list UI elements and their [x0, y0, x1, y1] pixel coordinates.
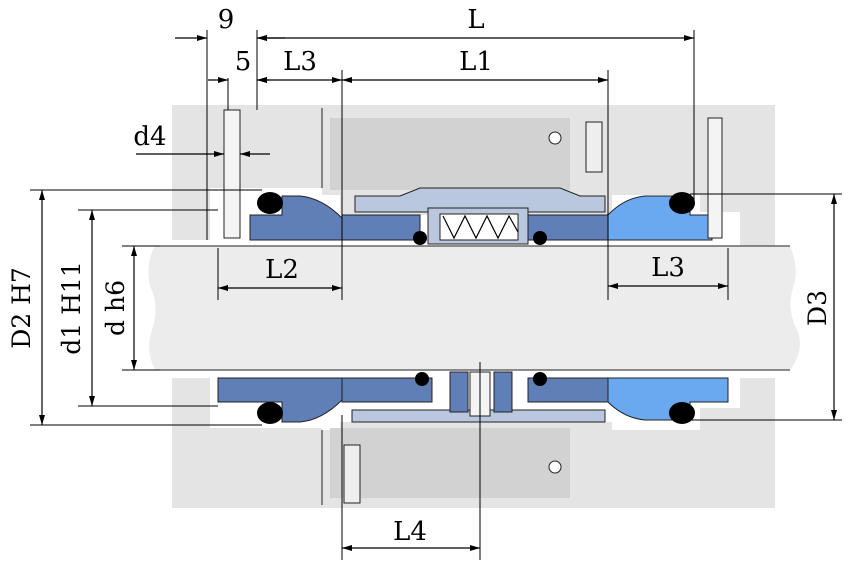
housing — [172, 105, 775, 508]
label-d1-H11: d1 H11 — [57, 261, 86, 354]
label-L3-right: L3 — [651, 253, 685, 283]
upper-small-oring-left — [413, 231, 427, 245]
label-L1: L1 — [459, 47, 493, 77]
upper-mid-setscrew — [585, 121, 603, 173]
upper-right-oring — [669, 192, 695, 214]
label-9: 9 — [218, 5, 235, 35]
label-D3: D3 — [803, 290, 832, 326]
label-D2-H7: D2 H7 — [7, 267, 36, 349]
lower-drive-key — [449, 371, 469, 413]
dimension-labels: 9 L 5 L3 L1 d4 L2 L3 L4 D2 H7 d1 H11 d h… — [7, 5, 832, 547]
shaft-body — [148, 246, 800, 370]
upper-left-oring — [257, 192, 283, 214]
upper-rotating-ring — [341, 214, 421, 241]
label-L4: L4 — [393, 517, 427, 547]
lower-small-oring-left — [415, 372, 429, 386]
upper-housing-shade — [330, 118, 570, 190]
lower-left-oring — [257, 402, 283, 424]
lower-right-oring — [669, 402, 695, 424]
label-L: L — [467, 5, 484, 35]
upper-right-setscrew — [707, 117, 723, 239]
lower-small-oring-right — [533, 372, 547, 386]
label-d4: d4 — [133, 122, 166, 152]
upper-pin — [548, 131, 562, 145]
dimension-lines — [30, 30, 842, 560]
upper-spring — [439, 213, 519, 241]
label-L3-top: L3 — [283, 47, 317, 77]
lower-drive-key-right — [493, 371, 513, 413]
lower-rotating-ring — [341, 377, 433, 403]
upper-right-seat — [607, 195, 713, 241]
lower-pin — [548, 460, 562, 474]
lower-setscrew — [343, 444, 361, 504]
label-5: 5 — [235, 47, 252, 77]
shaft — [148, 245, 800, 371]
upper-left-setscrew — [223, 109, 241, 239]
label-L2: L2 — [265, 255, 299, 285]
lower-housing-shade — [330, 428, 570, 498]
upper-spring-coil — [442, 214, 519, 240]
upper-small-oring-right — [533, 231, 547, 245]
lower-right-seat — [607, 377, 729, 421]
lower-seal — [217, 371, 729, 504]
label-d-h6: d h6 — [101, 280, 130, 336]
upper-seal — [223, 109, 723, 245]
